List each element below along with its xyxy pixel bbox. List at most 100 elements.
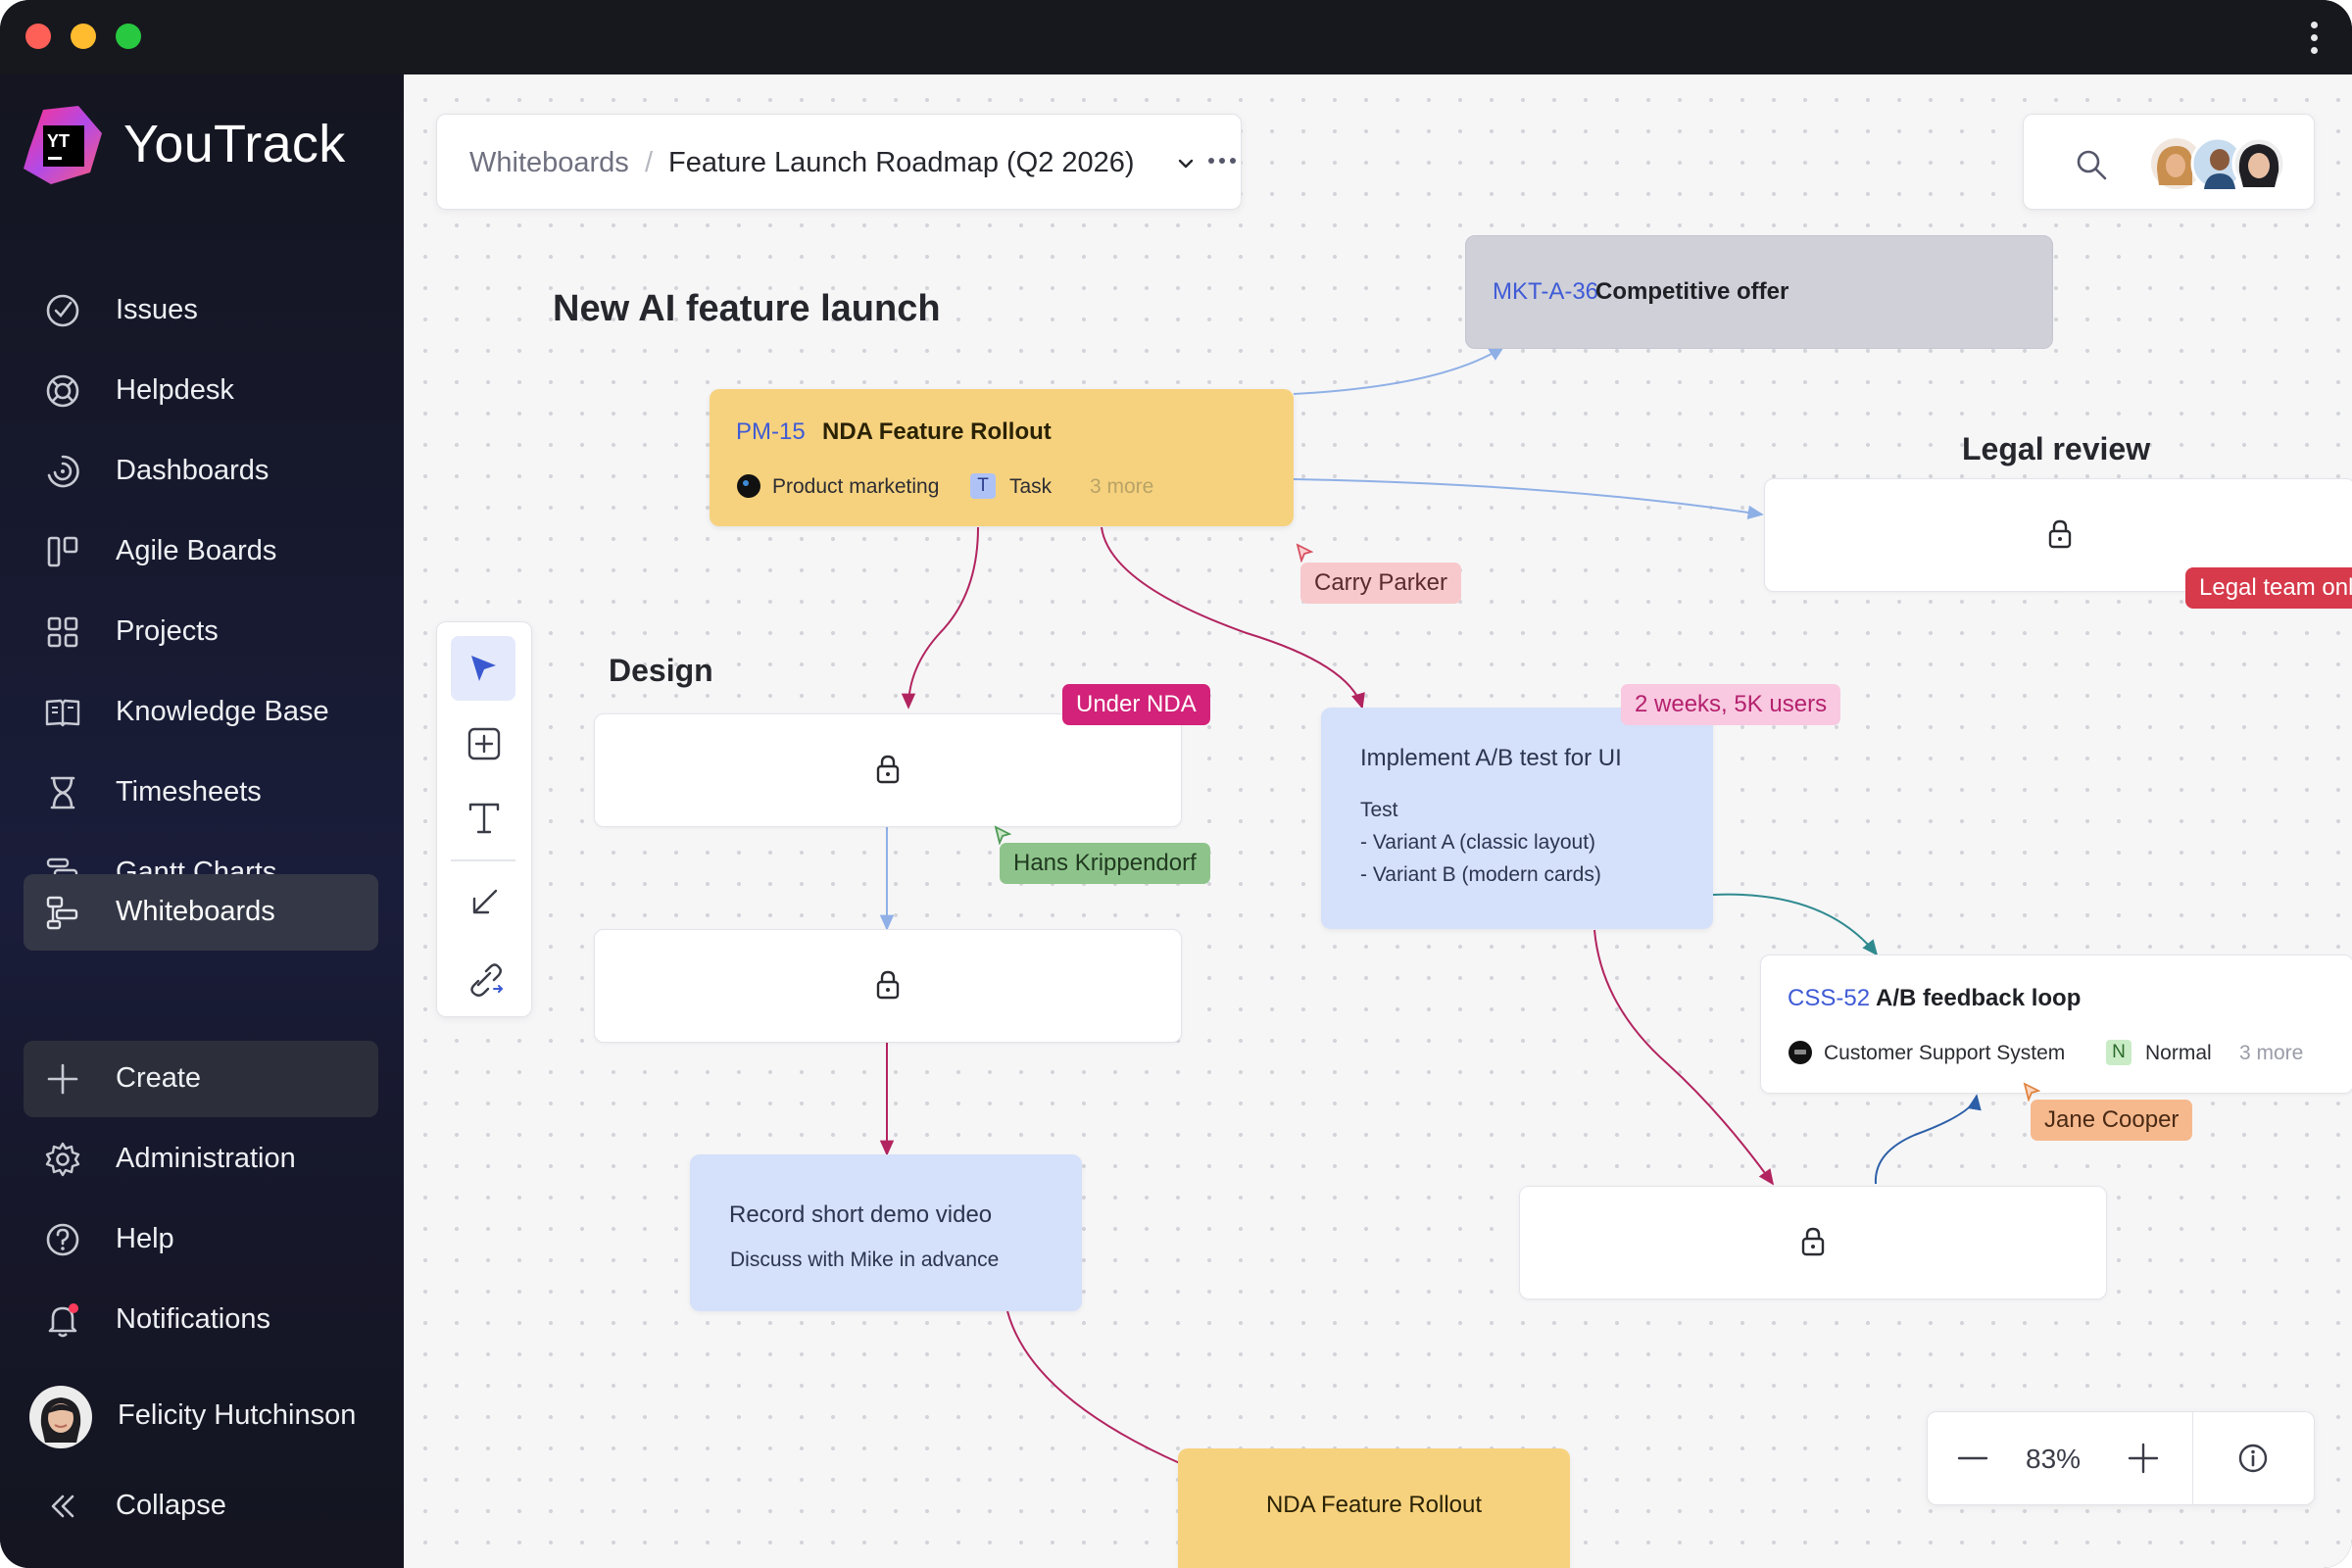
sidebar-item-issues[interactable]: Issues	[24, 272, 378, 349]
link-icon[interactable]	[465, 959, 506, 999]
zoom-controls: 83%	[1927, 1411, 2315, 1505]
whiteboard-canvas[interactable]: Whiteboards / Feature Launch Roadmap (Q2…	[404, 74, 2352, 1568]
connector-nda-to-design	[901, 526, 979, 710]
sidebar-item-notifications[interactable]: Notifications	[24, 1282, 378, 1358]
sidebar-item-label: Whiteboards	[116, 896, 275, 927]
sidebar-item-timesheets[interactable]: Timesheets	[24, 755, 378, 831]
check-circle-icon	[46, 294, 79, 327]
card-title: Competitive offer	[1595, 278, 1789, 305]
sticky-nda-feature-rollout[interactable]: NDA Feature Rollout	[1178, 1448, 1570, 1568]
sidebar-item-knowledge-base[interactable]: Knowledge Base	[24, 674, 378, 751]
user-profile[interactable]: Felicity Hutchinson	[24, 1376, 378, 1458]
bell-icon	[48, 1303, 78, 1338]
sidebar-item-label: Knowledge Base	[116, 696, 329, 727]
board-title[interactable]: Feature Launch Roadmap (Q2 2026)	[668, 147, 1135, 178]
project-name: Product marketing	[772, 475, 940, 498]
user-name: Felicity Hutchinson	[118, 1399, 357, 1431]
sidebar-item-whiteboards[interactable]: Whiteboards	[24, 874, 378, 951]
info-icon[interactable]	[2237, 1443, 2269, 1474]
issue-type: Task	[1009, 475, 1053, 498]
connector-abtest-to-feedback	[1712, 893, 1879, 956]
lock-icon	[876, 755, 900, 784]
tag-legal-only: Legal team onl	[2185, 567, 2352, 609]
cursor-label-jane-cooper: Jane Cooper	[2031, 1100, 2193, 1141]
tool-palette	[436, 621, 532, 1017]
collapse-sidebar-button[interactable]: Collapse	[24, 1468, 378, 1544]
sticky-title: Record short demo video	[729, 1201, 993, 1228]
select-tool[interactable]	[451, 636, 515, 701]
tag-two-weeks: 2 weeks, 5K users	[1621, 684, 1841, 725]
sidebar-item-label: Notifications	[116, 1303, 270, 1335]
collaborator-avatar[interactable]	[2231, 136, 2288, 191]
lock-icon	[876, 970, 900, 1000]
sticky-title: Implement A/B test for UI	[1360, 745, 1622, 771]
cursor-label-hans-krippendorf: Hans Krippendorf	[1000, 843, 1210, 884]
avatar	[29, 1386, 92, 1448]
collaborator-avatar[interactable]	[2149, 136, 2206, 191]
sidebar-item-label: Help	[116, 1223, 174, 1254]
dashboard-gauge-icon	[47, 455, 79, 488]
collaborator-avatar[interactable]	[2190, 136, 2247, 191]
sticky-line: Test	[1360, 799, 1398, 821]
window-menu-icon[interactable]	[2311, 22, 2319, 55]
palette-divider	[451, 859, 515, 861]
sidebar-item-label: Agile Boards	[116, 535, 277, 566]
card-competitive-offer[interactable]: MKT-A-36 Competitive offer	[1465, 235, 2053, 349]
sidebar-item-helpdesk[interactable]: Helpdesk	[24, 353, 378, 429]
zoom-out-icon[interactable]	[1957, 1446, 1988, 1470]
card-design-locked-2[interactable]	[594, 929, 1182, 1043]
chevron-down-icon[interactable]	[1176, 154, 1196, 173]
sidebar-item-projects[interactable]: Projects	[24, 594, 378, 670]
text-tool-icon[interactable]	[466, 799, 502, 836]
sidebar-item-label: Helpdesk	[116, 374, 234, 406]
sidebar-item-help[interactable]: Help	[24, 1201, 378, 1278]
top-right-toolbar	[2023, 114, 2315, 210]
sticky-ab-test[interactable]: Implement A/B test for UI Test - Variant…	[1321, 708, 1713, 929]
double-chevron-left-icon	[51, 1494, 74, 1518]
priority: Normal	[2145, 1042, 2212, 1064]
sidebar-item-label: Issues	[116, 294, 198, 325]
more-fields[interactable]: 3 more	[1090, 475, 1154, 498]
sidebar-item-administration[interactable]: Administration	[24, 1121, 378, 1198]
card-design-locked-1[interactable]	[594, 713, 1182, 827]
card-nda-feature-rollout[interactable]: PM-15 NDA Feature Rollout Product market…	[710, 389, 1294, 526]
hourglass-icon	[50, 776, 75, 809]
zoom-in-icon[interactable]	[2128, 1443, 2159, 1474]
whiteboard-icon	[46, 896, 78, 930]
breadcrumb-root[interactable]: Whiteboards	[469, 147, 629, 178]
search-icon[interactable]	[2075, 148, 2108, 181]
issue-id[interactable]: PM-15	[736, 418, 806, 445]
more-fields[interactable]: 3 more	[2239, 1042, 2304, 1064]
add-card-icon[interactable]	[466, 726, 502, 761]
issue-id[interactable]: CSS-52	[1788, 985, 1871, 1011]
board-heading: New AI feature launch	[553, 288, 941, 329]
sidebar-item-dashboards[interactable]: Dashboards	[24, 433, 378, 510]
issue-id[interactable]: MKT-A-36	[1493, 278, 1599, 305]
lifebuoy-icon	[46, 374, 79, 408]
connector-abtest-to-lock	[1593, 929, 1775, 1186]
minimize-window-button[interactable]	[71, 24, 96, 49]
project-icon	[1788, 1041, 1812, 1064]
sidebar: YT YouTrack Issues Helpdesk Dashboards A…	[0, 74, 404, 1568]
section-heading-design: Design	[609, 653, 713, 688]
connectors-layer	[879, 346, 1982, 1568]
logo-letters: YT	[47, 131, 70, 151]
card-right-locked[interactable]	[1519, 1186, 2107, 1299]
card-title: A/B feedback loop	[1876, 985, 2082, 1011]
sticky-subtitle: Discuss with Mike in advance	[730, 1249, 1000, 1271]
cursor-arrow-icon	[471, 656, 496, 681]
more-options-icon[interactable]	[1207, 154, 1237, 168]
connector-arrow-icon[interactable]	[466, 885, 502, 920]
sidebar-item-create[interactable]: Create	[24, 1041, 378, 1117]
open-book-icon	[45, 699, 80, 727]
close-window-button[interactable]	[25, 24, 51, 49]
youtrack-logo-icon[interactable]: YT	[22, 104, 104, 186]
maximize-window-button[interactable]	[116, 24, 141, 49]
plus-icon	[47, 1063, 78, 1095]
sidebar-item-agile-boards[interactable]: Agile Boards	[24, 514, 378, 590]
card-ab-feedback-loop[interactable]: CSS-52 A/B feedback loop Customer Suppor…	[1760, 955, 2352, 1094]
grid-squares-icon	[47, 616, 78, 648]
sticky-record-demo[interactable]: Record short demo video Discuss with Mik…	[690, 1154, 1082, 1311]
project-icon	[737, 474, 760, 498]
